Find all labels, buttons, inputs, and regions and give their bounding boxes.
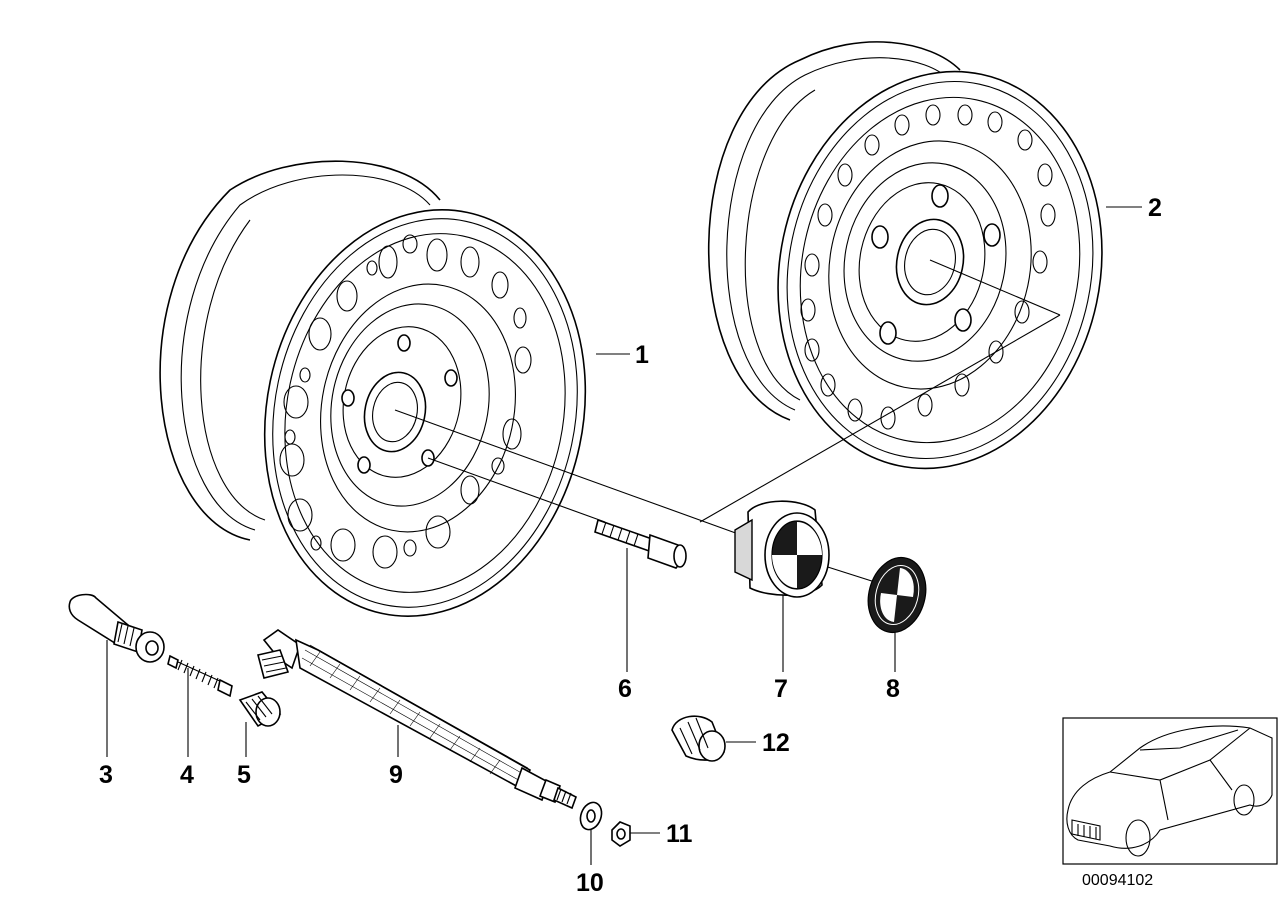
callout-10: 10 (576, 869, 604, 897)
valve-extension-illustration (257, 629, 577, 810)
callout-2: 2 (1148, 194, 1162, 222)
callout-9: 9 (389, 761, 403, 789)
nut-illustration (611, 821, 631, 847)
callout-7: 7 (774, 675, 788, 703)
callout-3: 3 (99, 761, 113, 789)
valve-illustration (68, 593, 165, 663)
callout-1: 1 (635, 341, 649, 369)
valve-cap-illustration (238, 691, 282, 728)
callout-labels: 1 2 3 4 5 6 7 8 9 10 11 12 (99, 194, 1162, 897)
callout-11: 11 (666, 820, 693, 848)
callout-6: 6 (618, 675, 632, 703)
wheel-bolt-illustration (594, 518, 687, 569)
callout-5: 5 (237, 761, 251, 789)
valve-cap-12-illustration (671, 715, 726, 762)
assembly-lines (106, 206, 1142, 865)
reference-number: 00094102 (1082, 872, 1153, 889)
callout-8: 8 (886, 675, 900, 703)
callout-12: 12 (762, 729, 790, 757)
hub-cap-illustration (734, 500, 830, 598)
emblem-illustration (867, 556, 927, 634)
valve-insert-illustration (167, 654, 233, 698)
wheel-2-illustration (707, 41, 1103, 470)
callout-4: 4 (180, 761, 194, 789)
vehicle-inset (1062, 717, 1278, 865)
wheel-1-illustration (159, 160, 587, 617)
washer-illustration (579, 801, 603, 831)
